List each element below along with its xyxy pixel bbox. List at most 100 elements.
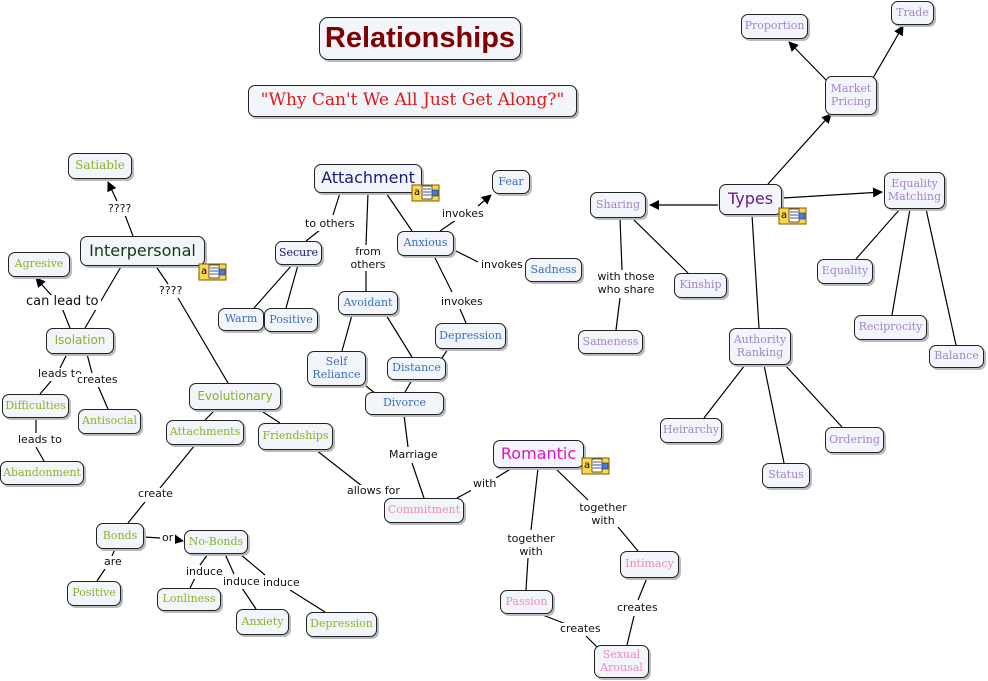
concept-sameness[interactable]: Sameness [578,330,643,354]
edge-isolation-leadsto [59,353,68,369]
edge-anxious-invokes3 [433,255,453,293]
link-label-induce-2: induce [221,575,262,589]
concept-agresive[interactable]: Agresive [8,252,70,277]
concept-equality[interactable]: Equality [817,259,873,284]
link-label-to-others: to others [303,217,357,231]
edge-q1-satiable [107,181,118,202]
svg-text:a: a [201,266,207,277]
edge-avoidant-distance [385,314,413,358]
concept-trade[interactable]: Trade [891,1,934,25]
edge-marriage-commitment [411,462,425,499]
concept-proportion[interactable]: Proportion [741,14,808,39]
concept-self-reliance[interactable]: Self Reliance [307,351,366,386]
edge-nobonds-induce1 [199,553,209,566]
concept-positive-secure[interactable]: Positive [264,308,318,332]
edge-divorce-marriage [403,414,409,448]
resource-attachment-icon[interactable]: a [411,183,441,202]
edge-canleadto-agresive [35,277,53,297]
concept-reciprocity[interactable]: Reciprocity [854,315,927,340]
resource-attachment-icon[interactable]: a [581,456,611,475]
resource-attachment-icon[interactable]: a [198,262,228,281]
edge-toothers-secure [305,229,321,242]
concept-commitment[interactable]: Commitment [384,498,464,523]
edge-leadsto-abandonment [35,446,45,462]
concept-isolation[interactable]: Isolation [46,328,114,354]
concept-kinship[interactable]: Kinship [674,273,727,298]
concept-sadness[interactable]: Sadness [525,258,582,282]
concept-no-bonds[interactable]: No-Bonds [184,530,248,554]
resource-attachment-icon[interactable]: a [778,206,808,225]
concept-bonds[interactable]: Bonds [96,523,144,549]
edge-equalitymatching-reciprocity [891,208,911,316]
concept-ordering[interactable]: Ordering [825,427,884,453]
concept-divorce[interactable]: Divorce [365,392,444,415]
link-label-from-others: from others [344,245,392,272]
edge-attachment-toothers [332,192,341,216]
concept-abandonment[interactable]: Abandonment [0,461,84,485]
link-label-with-those-who-share: with those who share [592,270,660,297]
concept-romantic[interactable]: Romantic [493,440,584,468]
link-label-invokes-2: invokes [479,258,525,272]
concept-market-pricing[interactable]: Market Pricing [825,76,877,115]
concept-intimacy[interactable]: Intimacy [620,551,679,578]
concept-types[interactable]: Types [719,184,782,215]
edge-depression-distance [441,348,449,359]
concept-anxious[interactable]: Anxious [397,231,454,256]
concept-fear[interactable]: Fear [492,170,530,194]
concept-passion[interactable]: Passion [500,590,553,614]
concept-balance[interactable]: Balance [929,345,984,368]
edge-types-marketpricing [767,113,832,185]
link-label-q2: ???? [157,284,185,298]
link-label-together-with-2: together with [575,501,631,528]
concept-sharing[interactable]: Sharing [590,192,646,218]
svg-text:a: a [781,210,787,221]
link-label-creates-isolation: creates [75,373,120,387]
concept-satiable[interactable]: Satiable [68,153,132,179]
concept-evolutionary[interactable]: Evolutionary [189,383,281,410]
link-label-are: are [102,555,124,569]
concept-attachments[interactable]: Attachments [166,420,244,445]
edge-secure-warm [253,264,293,309]
edge-intimacy-creates [637,577,648,601]
concept-authority-ranking[interactable]: Authority Ranking [729,328,791,365]
edge-attachment-anxious [385,192,413,232]
edge-create-bonds [127,501,146,524]
edge-attachment-fromothers [365,192,369,246]
link-label-creates-romantic-2: creates [558,622,603,636]
edge-togetherwith2-intimacy [617,526,639,552]
link-label-induce-3: induce [261,576,302,590]
concept-antisocial[interactable]: Antisocial [78,409,141,434]
edge-authority-ordering [784,364,843,428]
concept-friendships[interactable]: Friendships [258,423,333,450]
concept-interpersonal[interactable]: Interpersonal [80,236,205,266]
edge-bonds-or [143,536,161,539]
concept-positive-bonds[interactable]: Positive [67,581,121,606]
concept-secure[interactable]: Secure [275,241,322,265]
svg-text:a: a [414,187,420,198]
edge-isolation-canleadto [61,307,71,329]
edge-marketpricing-trade [872,25,904,79]
edge-togetherwith1-passion [525,557,529,591]
edge-creates-arousal1 [626,615,635,646]
link-label-creates-romantic-1: creates [615,601,660,615]
edge-withthose-sameness [615,297,621,331]
concept-depression-attachment[interactable]: Depression [435,323,506,349]
concept-equality-matching[interactable]: Equality Matching [884,172,945,209]
concept-lonliness[interactable]: Lonliness [157,588,221,611]
link-label-invokes-3: invokes [439,295,485,309]
edge-with-romantic [495,467,513,479]
concept-sexual-arousal[interactable]: Sexual Arousal [594,645,649,678]
concept-anxiety[interactable]: Anxiety [236,609,289,635]
concept-warm[interactable]: Warm [218,308,264,331]
edge-bonds-are [111,548,116,557]
edge-leadsto-difficulties [39,379,53,395]
concept-status[interactable]: Status [762,463,810,488]
concept-attachment[interactable]: Attachment [314,164,422,193]
concept-depression-evolutionary[interactable]: Depression [306,612,377,637]
concept-distance[interactable]: Distance [387,357,446,380]
concept-difficulties[interactable]: Difficulties [2,394,69,418]
concept-heirarchy[interactable]: Heirarchy [660,418,722,443]
edge-interpersonal-q1 [124,214,134,237]
concept-avoidant[interactable]: Avoidant [338,291,398,315]
edge-anxious-invokes1 [439,219,457,232]
